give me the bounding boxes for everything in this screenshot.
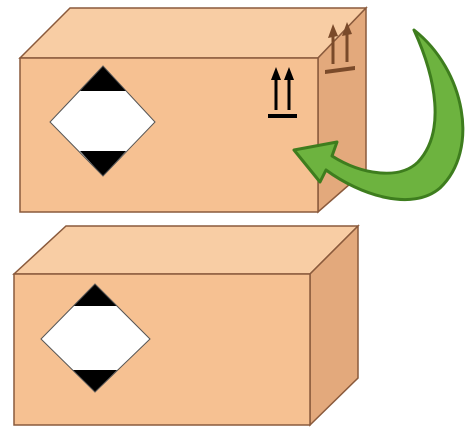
top-box <box>18 6 368 214</box>
bottom-box <box>12 224 360 427</box>
this-way-up-arrows-icon <box>268 67 297 118</box>
hazard-diamond-icon <box>40 283 151 393</box>
curved-rotate-arrow-icon <box>292 28 465 202</box>
hazard-diamond-icon <box>49 65 156 177</box>
bottom-box-top-face <box>12 225 360 275</box>
top-box-top-face <box>18 7 368 59</box>
side-this-way-up-arrows-icon <box>325 22 355 74</box>
